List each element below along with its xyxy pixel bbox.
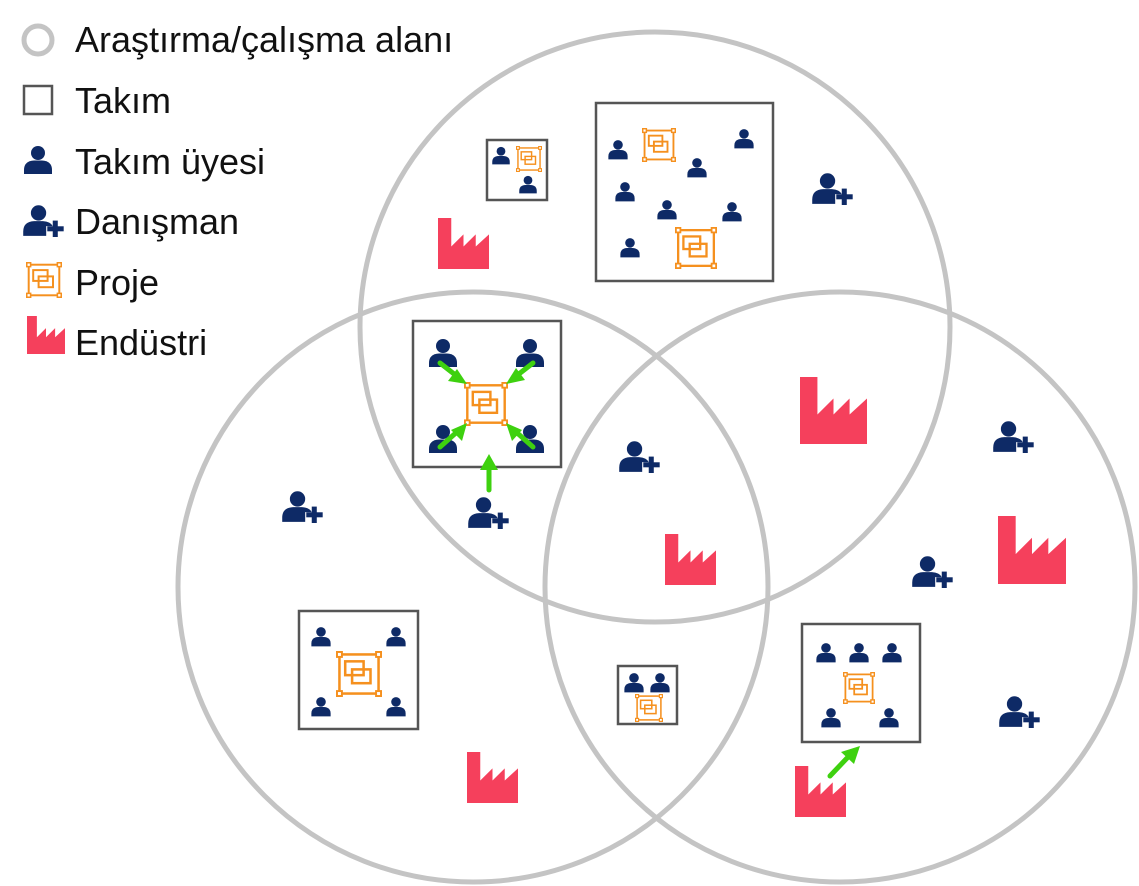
advisor-icon [999,696,1040,728]
team-member-icon [821,708,841,728]
team-box [800,622,922,744]
legend: Araştırma/çalışma alanı Takım Takım üyes… [21,19,453,363]
factory-icon [800,377,867,444]
project-icon [464,382,508,426]
research-area-left [175,289,771,885]
research-area-right [542,289,1138,885]
arrow-icon [437,423,467,450]
team-member-icon [516,425,544,453]
team-member-icon [657,200,677,220]
team-box [616,664,679,726]
team-member-icon [519,175,537,194]
advisor-icon [619,441,660,473]
arrow-icon [480,454,498,493]
team-member-icon [734,129,754,149]
project-icon [634,694,664,722]
arrow-icon [506,423,536,450]
legend-label-team-member: Takım üyesi [75,141,265,182]
team-member-icon [615,182,635,202]
team-member-icon [849,643,869,663]
factory-icon [665,534,716,585]
advisor-icon [812,173,853,205]
ring-icon [21,23,55,57]
legend-label-team: Takım [75,80,171,121]
team-member-icon [687,158,707,178]
teams [297,101,922,744]
team-member-icon [311,627,331,647]
project-icon [336,651,382,697]
person-icon [24,146,52,174]
research-areas [175,29,1138,885]
advisor-icon [23,205,64,237]
legend-label-advisor: Danışman [75,201,239,242]
team-member-icon [608,140,628,160]
project-icon [642,128,676,162]
connections [437,360,860,779]
advisor-icon [912,556,953,588]
team-member-icon [386,627,406,647]
project-icon [24,262,64,298]
factory-icon [795,766,846,817]
project-icon [516,146,542,172]
arrow-icon [506,360,536,384]
legend-label-industry: Endüstri [75,322,207,363]
arrow-icon [827,746,860,779]
team-member-icon [311,697,331,717]
factory-icon [998,516,1066,584]
team-member-icon [429,425,457,453]
legend-label-research-area: Araştırma/çalışma alanı [75,19,453,60]
arrow-icon [437,360,467,384]
team-member-icon [879,708,899,728]
team-member-icon [882,643,902,663]
square-icon [22,84,54,116]
team-member-icon [722,202,742,222]
team-box [297,609,420,731]
advisor-icon [282,491,323,523]
research-area-top [357,29,953,625]
team-member-icon [624,673,644,693]
advisor-icon [993,421,1034,453]
factory-icon [438,218,489,269]
advisor-icon [468,497,509,529]
factory-icon [467,752,518,803]
project-icon [675,227,717,269]
team-member-icon [386,697,406,717]
team-member-icon [492,146,510,165]
team-member-icon [816,643,836,663]
factory-icon [27,316,65,354]
legend-label-project: Proje [75,262,159,303]
team-box [485,138,549,202]
team-box [594,101,775,283]
team-member-icon [650,673,670,693]
project-icon [842,672,876,704]
team-member-icon [620,238,640,258]
